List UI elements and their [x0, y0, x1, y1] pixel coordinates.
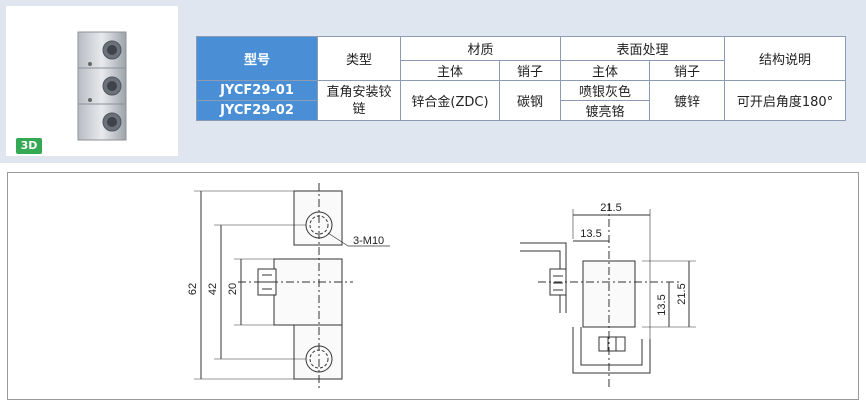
material-pin-cell: 碳钢: [499, 80, 561, 121]
technical-drawing-panel: 62 42 20 3-M10 21.5 13.5 13.5 21.5: [7, 172, 859, 400]
dim-13-5-side-label: 13.5: [656, 294, 668, 315]
left-body-middle: [273, 258, 343, 326]
subheader-surface-body: 主体: [560, 60, 650, 81]
header-type: 类型: [317, 36, 401, 81]
header-surface: 表面处理: [560, 36, 725, 61]
header-material: 材质: [400, 36, 561, 61]
dim-62-label: 62: [187, 283, 199, 295]
subheader-material-pin: 销子: [499, 60, 561, 81]
right-bracket-lower: [572, 327, 651, 374]
structure-cell: 可开启角度180°: [724, 80, 846, 121]
type-cell: 直角安装铰链: [317, 80, 401, 121]
surface-pin-cell: 镀锌: [649, 80, 725, 121]
header-structure: 结构说明: [724, 36, 846, 81]
material-body-cell: 锌合金(ZDC): [400, 80, 500, 121]
product-photo: [77, 31, 127, 141]
model-cell: JYCF29-02: [196, 100, 318, 121]
left-body-bottom: [293, 324, 343, 380]
surface-body-cell: 喷银灰色: [560, 80, 650, 101]
technical-drawing: 62 42 20 3-M10 21.5 13.5 13.5 21.5: [187, 183, 696, 389]
dim-42-label: 42: [207, 283, 219, 295]
header-model: 型号: [196, 36, 318, 81]
dim-20-label: 20: [227, 283, 239, 295]
dim-21-5-top-label: 21.5: [600, 202, 621, 214]
subheader-material-body: 主体: [400, 60, 500, 81]
subheader-surface-pin: 销子: [649, 60, 725, 81]
dim-13-5-top-label: 13.5: [580, 228, 601, 240]
model-cell: JYCF29-01: [196, 80, 318, 101]
3d-badge[interactable]: 3D: [16, 138, 42, 154]
thread-label: 3-M10: [353, 235, 384, 247]
dim-21-5-side-label: 21.5: [676, 283, 688, 304]
surface-body-cell: 镀亮铬: [560, 100, 650, 121]
product-photo-panel: 3D: [6, 6, 178, 156]
spec-table: 型号 类型 材质 表面处理 结构说明 主体 销子 主体 销子 JYCF29-01…: [196, 36, 846, 121]
left-body-top: [293, 190, 343, 246]
